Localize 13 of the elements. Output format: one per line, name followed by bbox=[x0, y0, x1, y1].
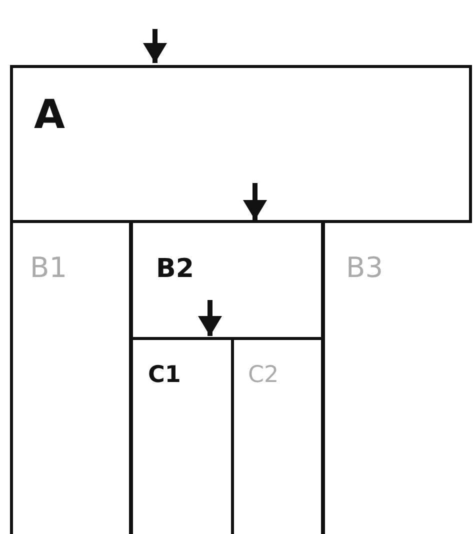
box-label: B2 bbox=[156, 256, 194, 282]
block-box bbox=[130, 338, 234, 534]
arrow bbox=[143, 29, 167, 63]
block-box bbox=[130, 222, 324, 340]
box-label: A bbox=[34, 95, 65, 135]
arrow bbox=[243, 183, 267, 220]
block-box bbox=[10, 222, 132, 534]
block-box bbox=[10, 65, 472, 223]
box-label: B1 bbox=[30, 254, 68, 282]
box-label: C1 bbox=[148, 364, 181, 387]
box-label: B3 bbox=[346, 254, 384, 282]
box-label: C2 bbox=[248, 364, 279, 387]
arrow bbox=[198, 300, 222, 336]
